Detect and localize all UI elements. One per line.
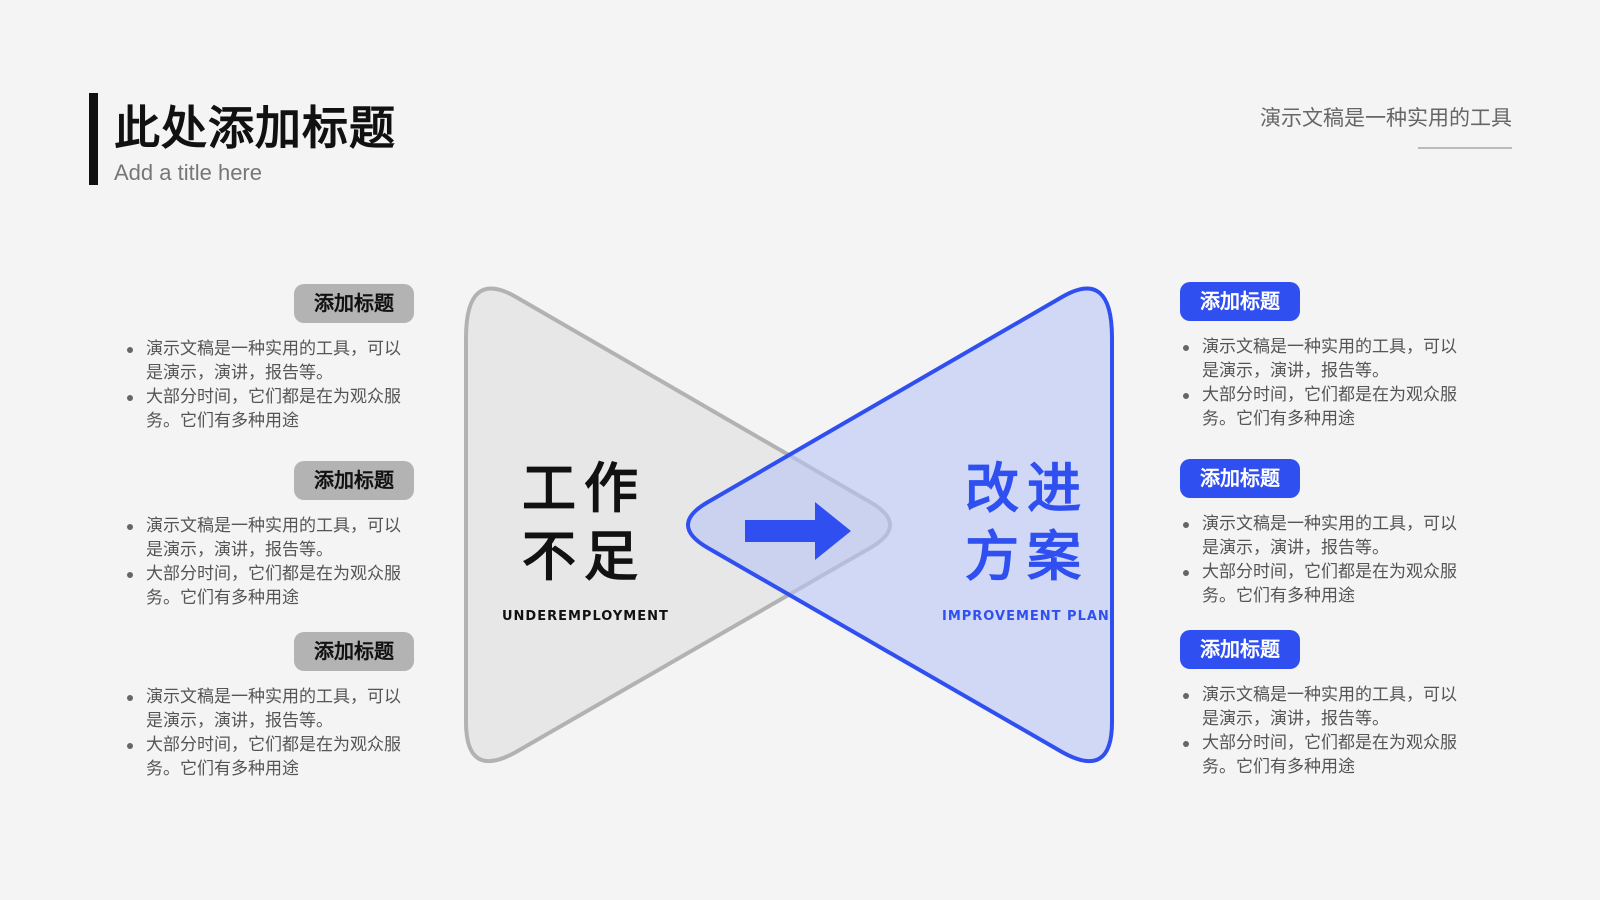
right-title-line2: 方案: [965, 524, 1089, 588]
list-item: 演示文稿是一种实用的工具，可以是演示，演讲，报告等。: [1180, 512, 1470, 560]
arrow-right-icon: [745, 502, 851, 560]
page-subtitle: Add a title here: [114, 160, 262, 185]
tagline: 演示文稿是一种实用的工具: [1260, 106, 1512, 130]
list-item: 大部分时间，它们都是在为观众服务。它们有多种用途: [1180, 383, 1470, 431]
list-item: 演示文稿是一种实用的工具，可以是演示，演讲，报告等。: [124, 337, 414, 385]
right-block-2-title: 添加标题: [1180, 459, 1300, 498]
left-block-3: 添加标题 演示文稿是一种实用的工具，可以是演示，演讲，报告等。 大部分时间，它们…: [124, 632, 414, 781]
right-block-1-list: 演示文稿是一种实用的工具，可以是演示，演讲，报告等。 大部分时间，它们都是在为观…: [1180, 335, 1470, 431]
right-block-3: 添加标题 演示文稿是一种实用的工具，可以是演示，演讲，报告等。 大部分时间，它们…: [1180, 630, 1470, 779]
right-block-1-title: 添加标题: [1180, 282, 1300, 321]
list-item: 大部分时间，它们都是在为观众服务。它们有多种用途: [124, 562, 414, 610]
list-item: 大部分时间，它们都是在为观众服务。它们有多种用途: [1180, 731, 1470, 779]
list-item: 演示文稿是一种实用的工具，可以是演示，演讲，报告等。: [124, 514, 414, 562]
right-title-line1: 改进: [965, 457, 1089, 520]
list-item: 大部分时间，它们都是在为观众服务。它们有多种用途: [124, 385, 414, 433]
left-title-cn: 工作 不足: [522, 455, 646, 590]
list-item: 演示文稿是一种实用的工具，可以是演示，演讲，报告等。: [1180, 683, 1470, 731]
right-block-3-title: 添加标题: [1180, 630, 1300, 669]
right-triangle: [686, 286, 1114, 764]
left-block-2: 添加标题 演示文稿是一种实用的工具，可以是演示，演讲，报告等。 大部分时间，它们…: [124, 461, 414, 610]
right-block-1: 添加标题 演示文稿是一种实用的工具，可以是演示，演讲，报告等。 大部分时间，它们…: [1180, 282, 1470, 431]
left-block-3-list: 演示文稿是一种实用的工具，可以是演示，演讲，报告等。 大部分时间，它们都是在为观…: [124, 685, 414, 781]
left-title-line2: 不足: [522, 524, 646, 588]
right-block-2-list: 演示文稿是一种实用的工具，可以是演示，演讲，报告等。 大部分时间，它们都是在为观…: [1180, 512, 1470, 608]
right-block-3-list: 演示文稿是一种实用的工具，可以是演示，演讲，报告等。 大部分时间，它们都是在为观…: [1180, 683, 1470, 779]
left-title-en: UNDEREMPLOYMENT: [502, 609, 669, 624]
page-title: 此处添加标题: [114, 101, 396, 155]
right-title-en: IMPROVEMENT PLAN: [942, 609, 1110, 624]
left-block-2-title: 添加标题: [294, 461, 414, 500]
list-item: 大部分时间，它们都是在为观众服务。它们有多种用途: [1180, 560, 1470, 608]
list-item: 演示文稿是一种实用的工具，可以是演示，演讲，报告等。: [124, 685, 414, 733]
left-block-1-title: 添加标题: [294, 284, 414, 323]
right-block-2: 添加标题 演示文稿是一种实用的工具，可以是演示，演讲，报告等。 大部分时间，它们…: [1180, 459, 1470, 608]
list-item: 演示文稿是一种实用的工具，可以是演示，演讲，报告等。: [1180, 335, 1470, 383]
left-block-1-list: 演示文稿是一种实用的工具，可以是演示，演讲，报告等。 大部分时间，它们都是在为观…: [124, 337, 414, 433]
left-title-line1: 工作: [522, 457, 646, 520]
left-block-1: 添加标题 演示文稿是一种实用的工具，可以是演示，演讲，报告等。 大部分时间，它们…: [124, 284, 414, 433]
title-accent-bar: [89, 93, 98, 185]
tagline-underline: [1418, 147, 1512, 149]
list-item: 大部分时间，它们都是在为观众服务。它们有多种用途: [124, 733, 414, 781]
left-block-3-title: 添加标题: [294, 632, 414, 671]
left-block-2-list: 演示文稿是一种实用的工具，可以是演示，演讲，报告等。 大部分时间，它们都是在为观…: [124, 514, 414, 610]
right-title-cn: 改进 方案: [965, 455, 1089, 590]
